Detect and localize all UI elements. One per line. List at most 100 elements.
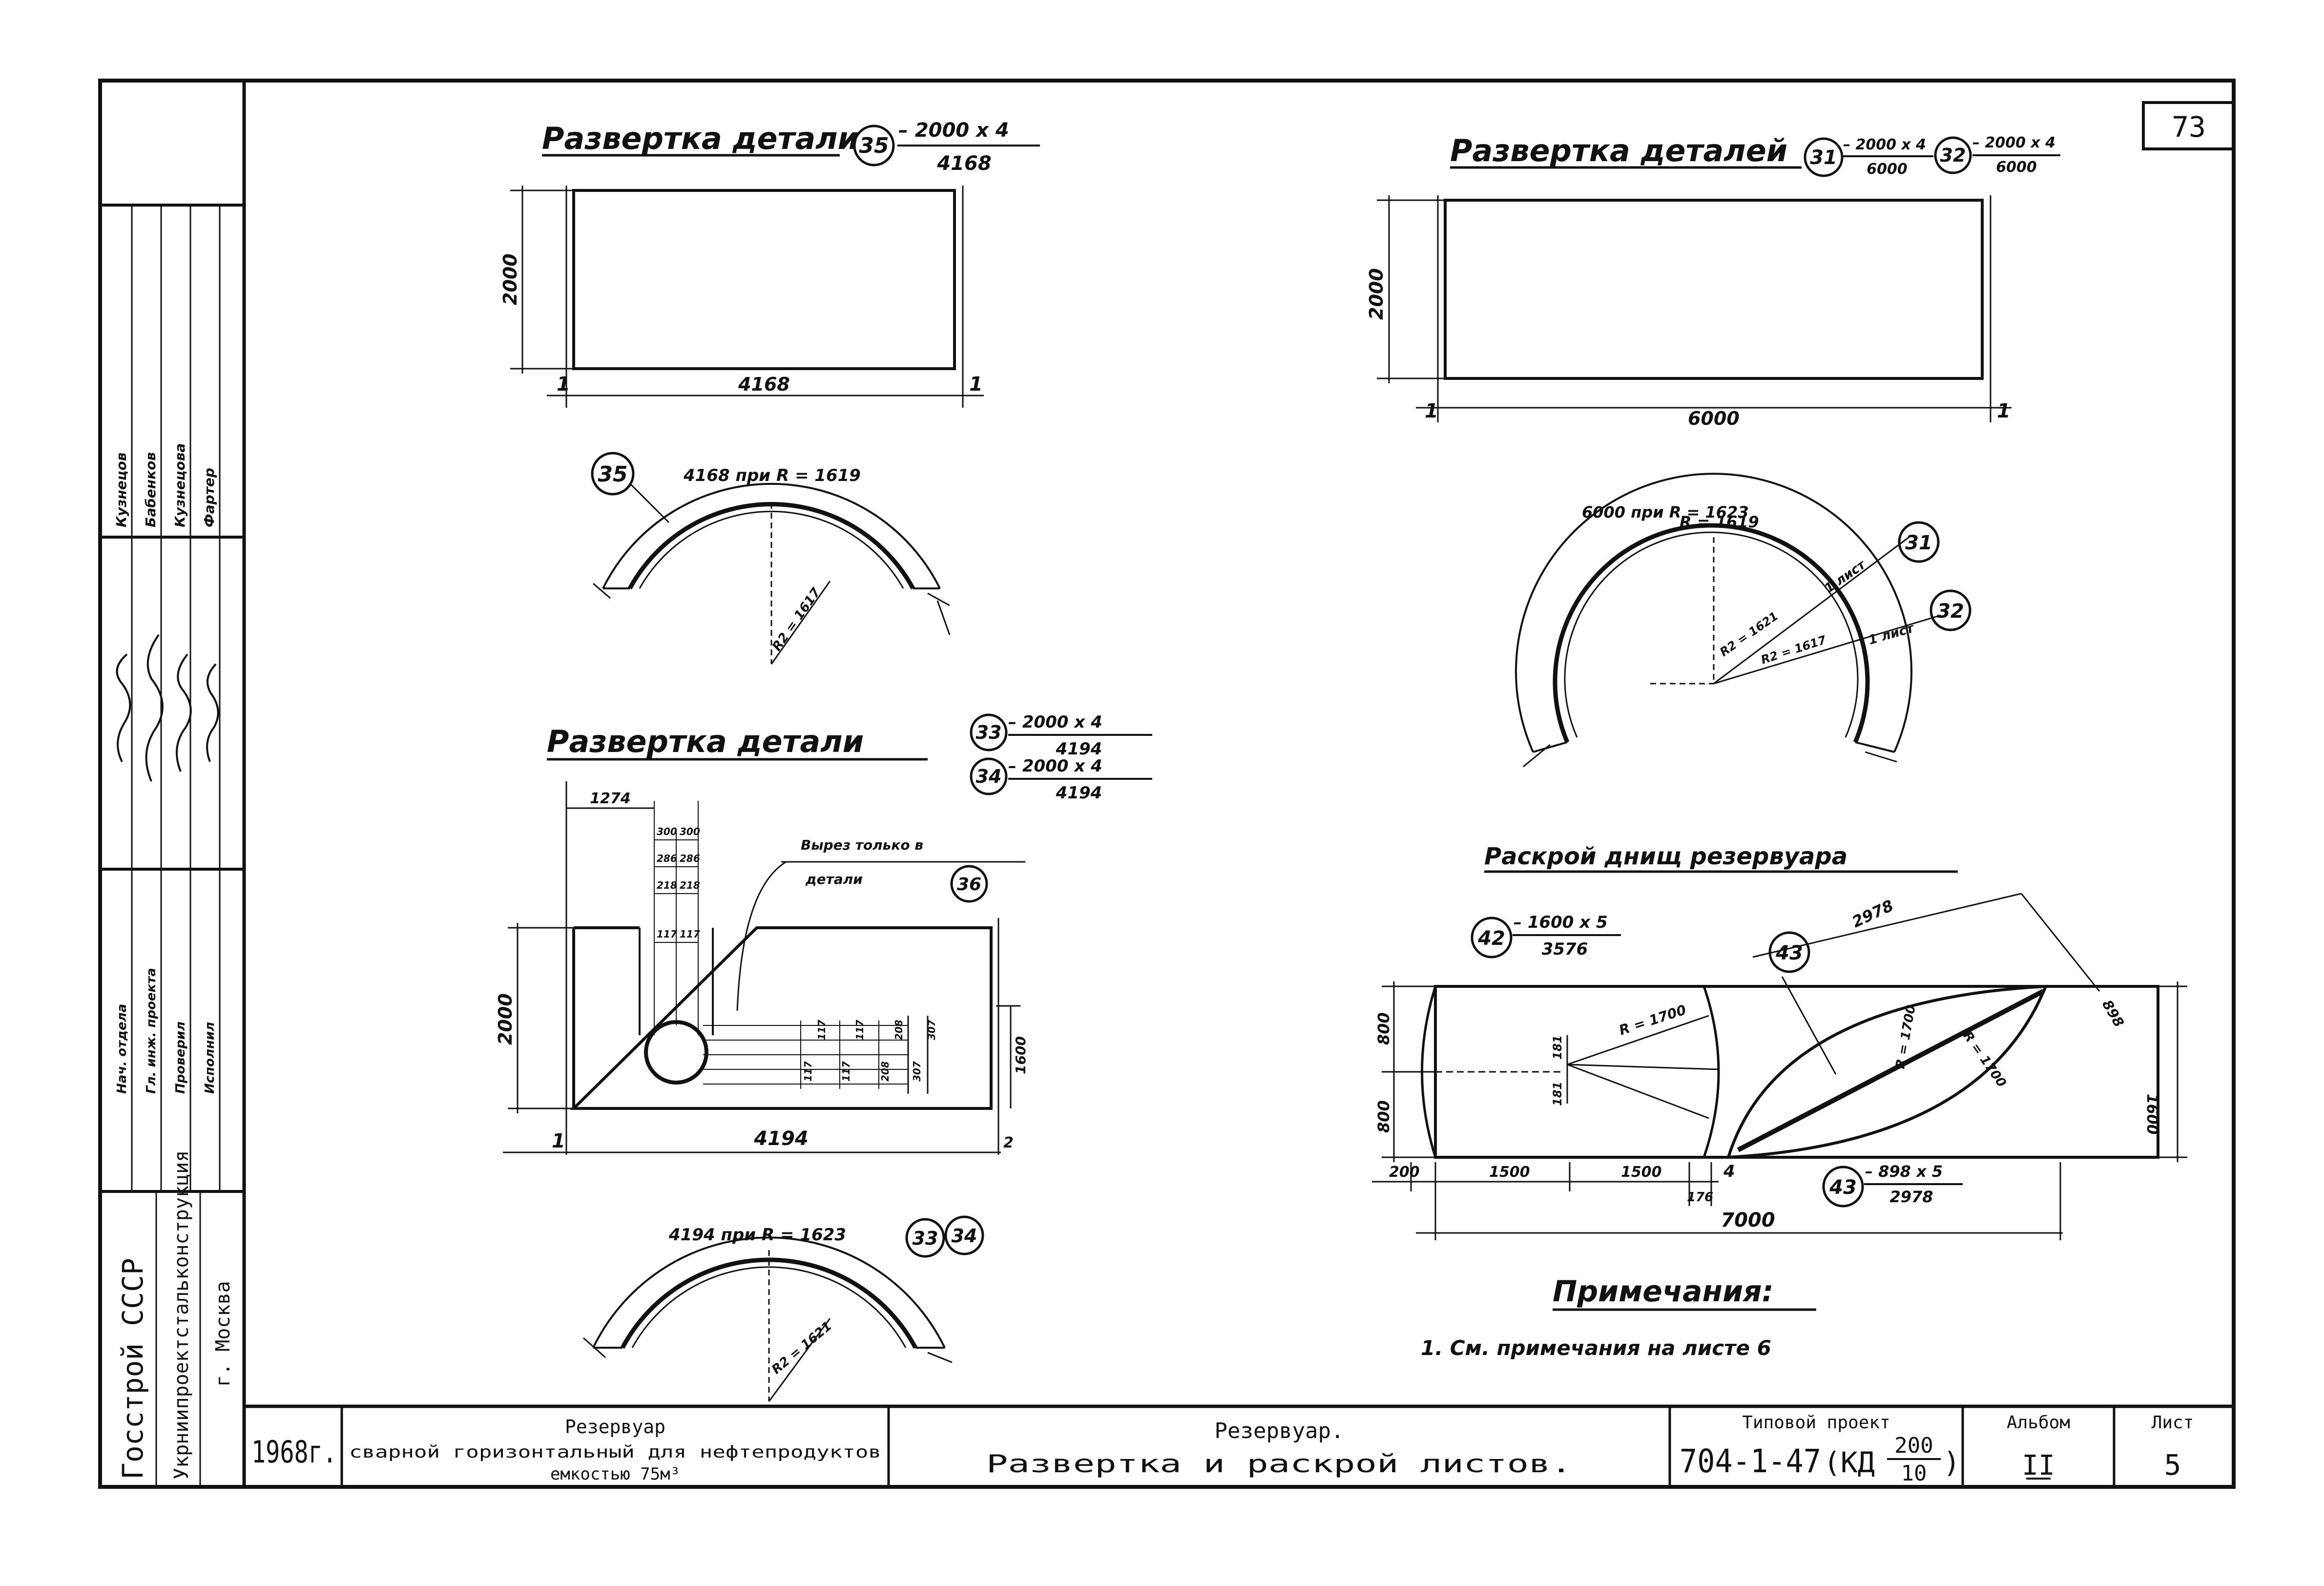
svg-text:1600: 1600 [1013,1036,1029,1074]
svg-text:36: 36 [957,875,981,895]
callout-32 [1934,136,1972,174]
callout-31-arc [1898,521,1940,563]
callout-42 [1471,917,1513,959]
callout-34 [970,757,1008,795]
part35-width: 4168 [738,374,790,395]
cutout-note-1: Вырез только в [801,837,923,853]
sheet-number-box [2142,101,2235,150]
bottoms-cutting-layout: Раскрой днищ резервуара 42 – 1600 x 5 35… [1372,843,2187,1240]
album-value: II [2022,1450,2054,1482]
part35-title: Развертка детали [542,121,859,156]
svg-text:208: 208 [879,1061,891,1082]
bottoms-title: Раскрой днищ резервуара [1484,843,1847,870]
svg-text:117: 117 [840,1061,852,1082]
svg-text:218: 218 [657,879,677,891]
part35-height: 2000 [499,253,521,305]
svg-text:1: 1 [969,373,983,396]
svg-text:176: 176 [1687,1190,1713,1205]
role-2: Гл. инж. проекта [144,968,159,1094]
callout-32-arc [1930,589,1971,631]
svg-text:117: 117 [802,1061,814,1082]
bottoms-lens-43 [1726,984,2048,1159]
svg-text:300: 300 [657,826,677,837]
kd-label: (КД [1824,1446,1875,1479]
callout-33-arc [905,1218,945,1258]
svg-text:2000: 2000 [1366,268,1387,320]
svg-text:898: 898 [2099,997,2127,1030]
part35-arc-outer [602,482,941,589]
svg-text:2000: 2000 [495,993,516,1045]
part-33-34-development: Развертка детали 33 – 2000 x 4 4194 34 –… [495,712,1152,1402]
svg-text:31: 31 [1905,532,1932,554]
svg-text:34: 34 [976,766,1002,787]
svg-text:43: 43 [1829,1176,1857,1199]
svg-text:31: 31 [1810,146,1837,169]
svg-text:– 2000 x 4: – 2000 x 4 [1843,136,1926,153]
album-label: Альбом [2007,1413,2070,1433]
svg-text:117: 117 [816,1020,828,1040]
drawing-line-2: Развертка и раскрой листов. [986,1450,1572,1478]
object-line-1: Резервуар [565,1416,665,1438]
part31-arc-inner [1553,523,1870,743]
kd-den: 10 [1901,1461,1927,1486]
svg-text:1600: 1600 [2143,1094,2160,1135]
signatures [116,634,219,782]
svg-text:R = 1700: R = 1700 [1617,1002,1688,1038]
svg-text:32: 32 [1937,600,1964,623]
cutout-note-2: детали [805,871,863,887]
svg-text:2978: 2978 [1889,1188,1933,1206]
svg-text:2: 2 [1003,1134,1014,1151]
svg-text:181: 181 [1551,1082,1564,1106]
part31-plate [1444,199,1984,380]
svg-text:– 2000 x 4: – 2000 x 4 [1008,712,1102,732]
callout-35 [853,125,895,167]
left-strip: Госстрой СССР Укрниипроектстальконструкц… [113,443,234,1480]
svg-text:200: 200 [1389,1164,1420,1181]
svg-text:7000: 7000 [1721,1209,1775,1231]
svg-text:1: 1 [552,1130,565,1152]
svg-text:6000: 6000 [1867,161,1908,178]
svg-text:800: 800 [1374,1012,1393,1045]
svg-text:6000 при R = 1623: 6000 при R = 1623 [1582,503,1749,522]
part-31-32-development: Развертка деталей 31 – 2000 x 4 6000 32 … [1366,133,2060,768]
cutout-circle [644,1020,708,1085]
org-city: г. Москва [212,1281,234,1387]
part35-plate [572,189,956,370]
svg-text:6000: 6000 [1688,408,1740,429]
kd-num: 200 [1894,1433,1933,1458]
sheet-value: 5 [2164,1448,2181,1482]
part33-arc-outer [592,1236,946,1348]
svg-text:4194 при R = 1623: 4194 при R = 1623 [668,1225,846,1245]
callout-43b [1822,1166,1864,1208]
svg-text:34: 34 [952,1225,977,1247]
callout-31 [1804,137,1844,177]
svg-text:6000: 6000 [1996,159,2037,176]
svg-text:1: 1 [557,373,570,396]
svg-text:3576: 3576 [1542,939,1588,959]
svg-text:4194: 4194 [1056,783,1102,803]
object-line-2: сварной горизонтальный для нефтепродукто… [349,1442,881,1462]
notes-item-1: 1. См. примечания на листе 6 [1421,1336,1771,1360]
role-4: Исполнил [203,1022,217,1094]
svg-text:33: 33 [976,722,1002,743]
svg-text:208: 208 [893,1020,905,1040]
name-1: Кузнецов [113,453,129,527]
outer-frame [98,79,2236,1489]
svg-text:– 898 x 5: – 898 x 5 [1865,1162,1943,1181]
svg-text:R2 = 1617: R2 = 1617 [1759,633,1828,667]
svg-text:4194: 4194 [753,1127,808,1150]
svg-text:– 1600 x 5: – 1600 x 5 [1514,913,1608,932]
part35-radius: R2 = 1617 [769,585,824,654]
svg-text:33: 33 [913,1228,938,1249]
name-3: Кузнецова [172,443,188,527]
svg-text:35: 35 [859,133,889,158]
name-2: Бабенков [143,452,159,527]
svg-text:R = 1619: R = 1619 [1680,513,1759,531]
callout-34-arc [944,1215,984,1255]
svg-text:32: 32 [1940,145,1966,166]
notes: Примечания: 1. См. примечания на листе 6 [1421,1274,1816,1360]
part35-arc-label: 4168 при R = 1619 [683,466,861,485]
callout-35-arc [591,452,635,496]
callout-43 [1768,931,1810,973]
